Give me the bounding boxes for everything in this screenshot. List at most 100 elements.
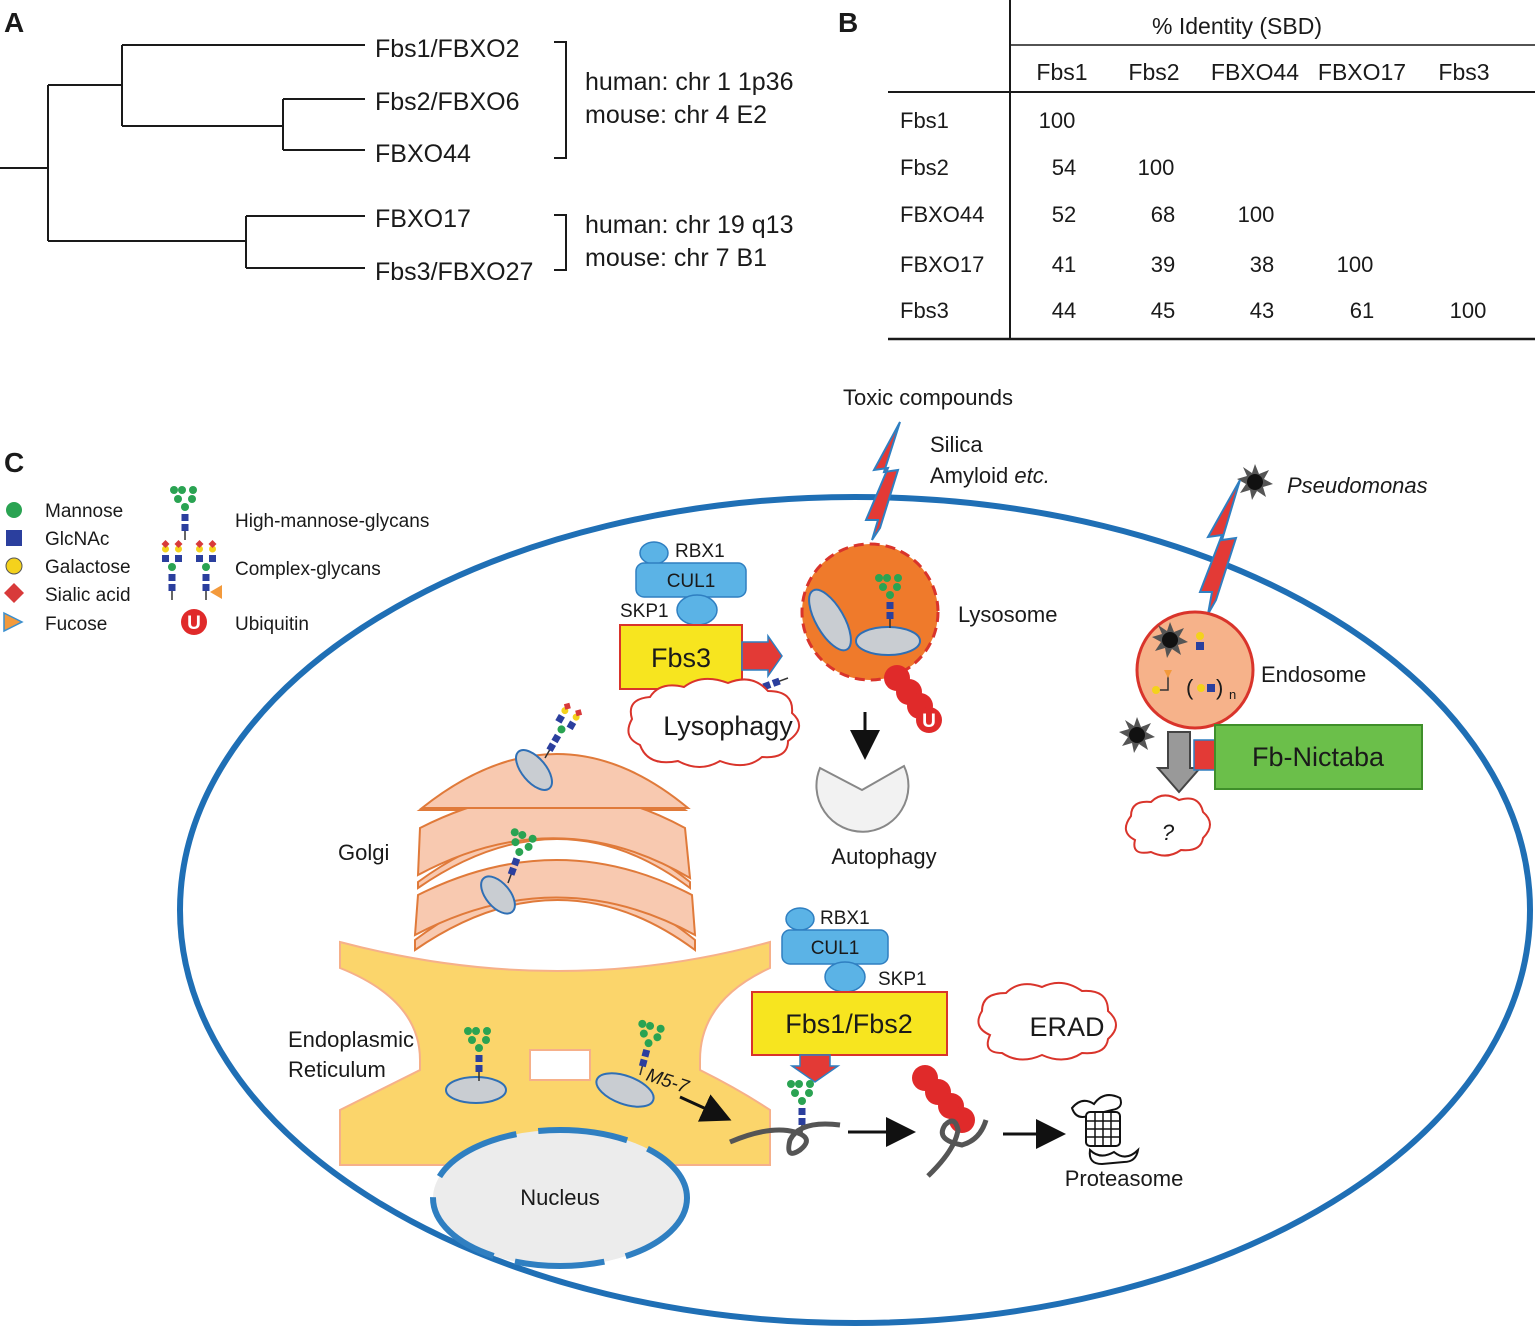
pseudomonas-lightning-icon — [1198, 479, 1241, 615]
endosome-label: Endosome — [1261, 662, 1366, 687]
ubiquitinated-substrate — [926, 1118, 989, 1178]
legend-glcnac: GlcNAc — [45, 529, 109, 550]
table-cell: 41 — [1052, 252, 1076, 277]
table-col-fbxo17: FBXO17 — [1318, 59, 1406, 85]
autophagy-label: Autophagy — [831, 844, 936, 869]
legend-ubiquitin: Ubiquitin — [235, 614, 309, 635]
tree-leaf-fbs2: Fbs2/FBXO6 — [375, 88, 520, 116]
ubiquitin-chain-lysosome — [884, 665, 942, 733]
repeat-subscript: n — [1229, 687, 1236, 702]
galactose-symbol-icon — [5, 557, 23, 575]
fbs-sbd-icon — [789, 1054, 841, 1083]
legend-galactose: Galactose — [45, 557, 131, 578]
skp1-subunit — [824, 961, 866, 993]
table-col-fbxo44: FBXO44 — [1211, 59, 1299, 85]
ubiquitin-letter: U — [187, 613, 201, 634]
table-row-label: Fbs3 — [900, 298, 949, 323]
table-cell: 38 — [1250, 252, 1274, 277]
unknown-outcome-label: ? — [1162, 820, 1175, 845]
cluster2-human-location: human: chr 19 q13 — [585, 211, 793, 239]
cul1-label: CUL1 — [667, 571, 716, 592]
table-cell: 100 — [1039, 108, 1076, 133]
erad-label: ERAD — [1029, 1012, 1104, 1042]
nucleus-label: Nucleus — [520, 1185, 599, 1210]
nucleus — [430, 1127, 690, 1269]
high-mannose-glycan-icon — [169, 485, 198, 541]
ubiquitin-letter: U — [922, 711, 936, 732]
legend-high-mannose: High-mannose-glycans — [235, 511, 429, 532]
table-cell: 61 — [1350, 298, 1374, 323]
lysosomal-membrane-protein-2 — [808, 588, 852, 652]
identity-table — [888, 0, 1535, 341]
er-label-line1: Endoplasmic — [288, 1027, 414, 1052]
table-cell: 54 — [1052, 155, 1076, 180]
misfolded-substrate — [729, 1121, 841, 1156]
cluster2-mouse-location: mouse: chr 7 B1 — [585, 244, 767, 272]
tree-leaf-fbxo44: FBXO44 — [375, 140, 471, 168]
galactose-mini-icon — [1197, 684, 1205, 692]
table-cell: 68 — [1151, 202, 1175, 227]
endosome — [1135, 610, 1255, 730]
golgi-cisterna — [419, 753, 691, 809]
galactose-mini-icon — [1196, 632, 1204, 640]
table-title: % Identity (SBD) — [1152, 13, 1322, 39]
table-cell: 44 — [1052, 298, 1076, 323]
fb-nictaba-label: Fb-Nictaba — [1252, 742, 1385, 772]
fbs3-sbd-icon — [741, 633, 783, 679]
mannose-symbol-icon — [6, 502, 22, 518]
table-row-label: FBXO17 — [900, 252, 984, 277]
lysosomal-membrane-protein — [855, 626, 921, 656]
lysosome-label: Lysosome — [958, 602, 1057, 627]
fbs1-fbs2-label: Fbs1/Fbs2 — [785, 1009, 913, 1039]
table-cell: 100 — [1238, 202, 1275, 227]
toxic-lightning-icon — [864, 421, 901, 541]
table-cell: 39 — [1151, 252, 1175, 277]
lysophagy-cloud — [627, 677, 800, 768]
cluster1-mouse-location: mouse: chr 4 E2 — [585, 101, 767, 129]
skp1-label: SKP1 — [620, 601, 669, 622]
tree-leaf-fbs3: Fbs3/FBXO27 — [375, 258, 533, 286]
panel-letter-a: A — [4, 7, 24, 38]
er-export-arrow — [679, 1094, 732, 1122]
legend-fucose: Fucose — [45, 614, 107, 635]
fbs3-label: Fbs3 — [651, 643, 711, 673]
table-cell: 45 — [1151, 298, 1175, 323]
repeat-unit-glycan: ) — [1216, 675, 1223, 700]
legend-complex: Complex-glycans — [235, 559, 381, 580]
table-row-label: FBXO44 — [900, 202, 984, 227]
glcnac-mini-icon — [1207, 684, 1215, 692]
erad-cloud — [977, 981, 1117, 1061]
glcnac-mini-icon — [1196, 642, 1204, 650]
fucose-mini-icon — [1164, 670, 1172, 678]
proteasome-label: Proteasome — [1065, 1166, 1184, 1191]
pseudomonas-label: Pseudomonas — [1287, 473, 1428, 498]
skp1-subunit — [676, 594, 718, 626]
er-label-line2: Reticulum — [288, 1057, 386, 1082]
cul1-label-2: CUL1 — [811, 938, 860, 959]
table-row-label: Fbs1 — [900, 108, 949, 133]
table-row-label: Fbs2 — [900, 155, 949, 180]
fbs1-fbs2-box — [751, 991, 948, 1056]
phylogenetic-tree — [0, 44, 365, 269]
skp1-label-2: SKP1 — [878, 969, 927, 990]
fb-nictaba-box — [1214, 724, 1423, 790]
fbs3-box — [619, 624, 743, 690]
table-cell: 100 — [1337, 252, 1374, 277]
glcnac-symbol-icon — [6, 530, 22, 546]
golgi-glycoprotein — [515, 749, 553, 791]
er-lumen-gap — [529, 1049, 591, 1081]
fucose-symbol-icon — [3, 611, 24, 633]
repeat-unit-glycan: ( — [1186, 675, 1194, 700]
sialic-acid-symbol-icon — [4, 583, 24, 603]
er-glycoprotein — [445, 1076, 507, 1104]
table-cell: 100 — [1450, 298, 1487, 323]
table-col-fbs2: Fbs2 — [1128, 59, 1179, 85]
fucose-on-glycan-icon — [210, 585, 222, 599]
panel-letter-b: B — [838, 7, 858, 38]
legend-mannose: Mannose — [45, 501, 123, 522]
golgi-glycoprotein-2 — [480, 875, 516, 915]
legend-sialic-acid: Sialic acid — [45, 585, 131, 606]
amyloid-label: Amyloid etc. — [930, 463, 1050, 488]
galactose-mini-icon — [1152, 686, 1160, 694]
